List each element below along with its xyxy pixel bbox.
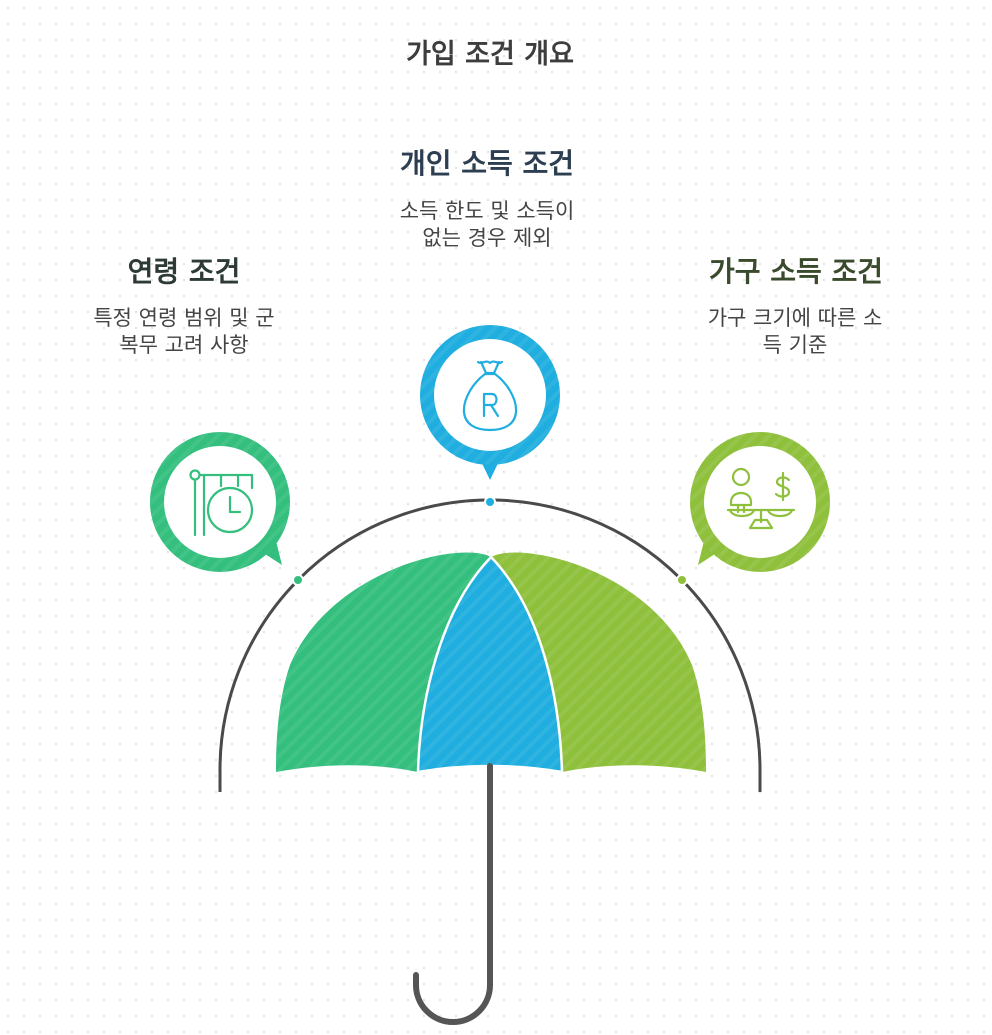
umbrella-canopy [276,552,706,774]
arc-dot-household [676,574,688,586]
personal-income-heading: 개인 소득 조건 [399,147,575,180]
age-condition-heading: 연령 조건 [127,255,241,288]
arc-dot-age [292,574,304,586]
age-condition-marker [150,432,290,572]
household-desc-line-2: 득 기준 [762,333,828,357]
money-bag-icon [462,360,518,432]
umbrella-handle [413,763,493,1025]
arc-dot-personal [484,496,496,508]
diagram-title: 가입 조건 개요 [406,39,574,70]
personal-desc-line-1: 소득 한도 및 소득이 [399,199,575,223]
household-desc-line-1: 가구 크기에 따른 소 [707,306,883,330]
clock-signpost-icon [189,469,254,537]
person-scale-icon [726,467,796,530]
personal-income-marker [420,325,560,480]
personal-desc-line-2: 없는 경우 제외 [422,226,552,250]
household-income-heading: 가구 소득 조건 [708,255,884,288]
household-income-marker [690,432,830,572]
household-income-description: 가구 크기에 따른 소 득 기준 [688,305,902,359]
age-desc-line-2: 복무 고려 사항 [119,333,249,357]
personal-income-description: 소득 한도 및 소득이 없는 경우 제외 [380,198,594,252]
age-condition-description: 특정 연령 범위 및 군 복무 고려 사항 [72,305,296,359]
age-desc-line-1: 특정 연령 범위 및 군 [93,306,275,330]
